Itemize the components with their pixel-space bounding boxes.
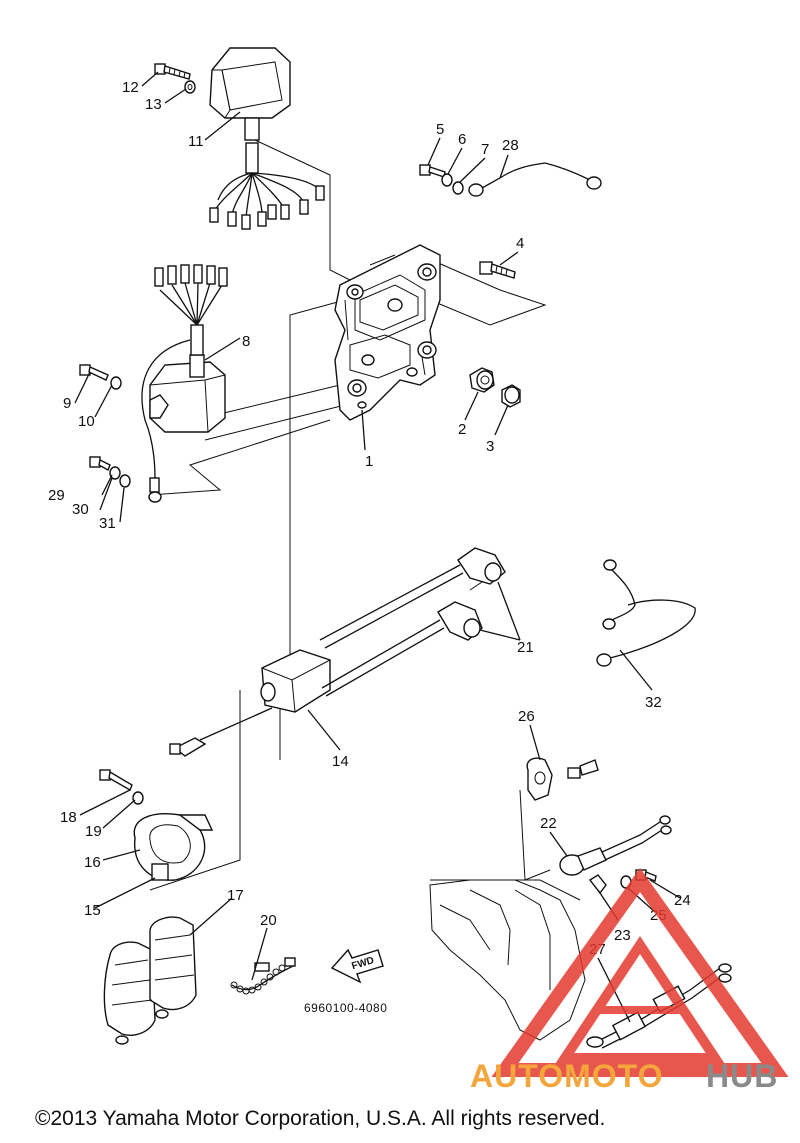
callout-7: 7 xyxy=(481,141,489,158)
watermark-word-a: AUTOMOTO xyxy=(470,1058,663,1094)
diagram-part-number: 6960100-4080 xyxy=(304,1001,387,1015)
callout-12: 12 xyxy=(122,79,139,96)
part-23-washer[interactable] xyxy=(588,874,607,895)
callout-21: 21 xyxy=(517,639,534,656)
callout-8: 8 xyxy=(242,333,250,350)
callout-6: 6 xyxy=(458,131,466,148)
part-13-washer[interactable] xyxy=(184,80,196,94)
callout-5: 5 xyxy=(436,121,444,138)
callout-16: 16 xyxy=(84,854,101,871)
copyright-notice: ©2013 Yamaha Motor Corporation, U.S.A. A… xyxy=(35,1107,605,1130)
part-7-washer[interactable] xyxy=(452,181,464,195)
engine-outline xyxy=(429,879,586,1041)
callout-19: 19 xyxy=(85,823,102,840)
part-15-clamp[interactable] xyxy=(151,863,169,881)
part-4-bolt[interactable] xyxy=(479,261,516,279)
part-5-bolt[interactable] xyxy=(419,164,446,178)
callout-26: 26 xyxy=(518,708,535,725)
callout-1: 1 xyxy=(365,453,373,470)
fwd-arrow: FWD xyxy=(330,948,384,984)
callout-23: 23 xyxy=(614,927,631,944)
callout-28: 28 xyxy=(502,137,519,154)
callout-32: 32 xyxy=(645,694,662,711)
callout-31: 31 xyxy=(99,515,116,532)
part-17-boot[interactable] xyxy=(103,916,197,1045)
part-21-plug-cap[interactable] xyxy=(319,547,506,697)
callout-29: 29 xyxy=(48,487,65,504)
watermark-word-b: HUB xyxy=(706,1058,778,1094)
callout-leaders xyxy=(74,71,681,1023)
part-22-switch[interactable] xyxy=(559,815,672,876)
part-9-bolt[interactable] xyxy=(79,364,109,381)
part-14-ignition-coil[interactable] xyxy=(169,649,331,757)
callout-9: 9 xyxy=(63,395,71,412)
part-2-grommet[interactable] xyxy=(469,367,495,393)
part-10-washer[interactable] xyxy=(110,376,122,390)
callout-14: 14 xyxy=(332,753,349,770)
callout-17: 17 xyxy=(227,887,244,904)
part-31-washer[interactable] xyxy=(119,474,131,488)
part-26-clamp[interactable] xyxy=(526,757,599,801)
part-19-washer[interactable] xyxy=(132,791,144,805)
callout-18: 18 xyxy=(60,809,77,826)
callout-13: 13 xyxy=(145,96,162,113)
callout-2: 2 xyxy=(458,421,466,438)
callout-20: 20 xyxy=(260,912,277,929)
part-30-washer[interactable] xyxy=(109,466,121,480)
part-11-regulator[interactable] xyxy=(209,47,325,230)
part-18-bolt[interactable] xyxy=(99,769,133,792)
part-1-bracket[interactable] xyxy=(334,244,441,421)
callout-3: 3 xyxy=(486,438,494,455)
part-20-chain[interactable] xyxy=(230,957,296,995)
callout-30: 30 xyxy=(72,501,89,518)
watermark-logo xyxy=(491,867,789,1077)
part-28-ground-lead[interactable] xyxy=(468,162,602,197)
part-6-washer[interactable] xyxy=(441,173,453,187)
part-32-ground-leads[interactable] xyxy=(596,559,696,667)
callout-11: 11 xyxy=(188,133,204,150)
callout-10: 10 xyxy=(78,413,95,430)
part-12-bolt[interactable] xyxy=(154,63,191,80)
callout-15: 15 xyxy=(84,902,101,919)
part-8-cdi-unit[interactable] xyxy=(141,264,228,503)
callout-22: 22 xyxy=(540,815,557,832)
callout-24: 24 xyxy=(674,892,691,909)
part-3-collar[interactable] xyxy=(501,384,521,408)
callout-4: 4 xyxy=(516,235,524,252)
part-29-screw[interactable] xyxy=(89,456,111,471)
part-16-clamp-band[interactable] xyxy=(133,813,214,881)
